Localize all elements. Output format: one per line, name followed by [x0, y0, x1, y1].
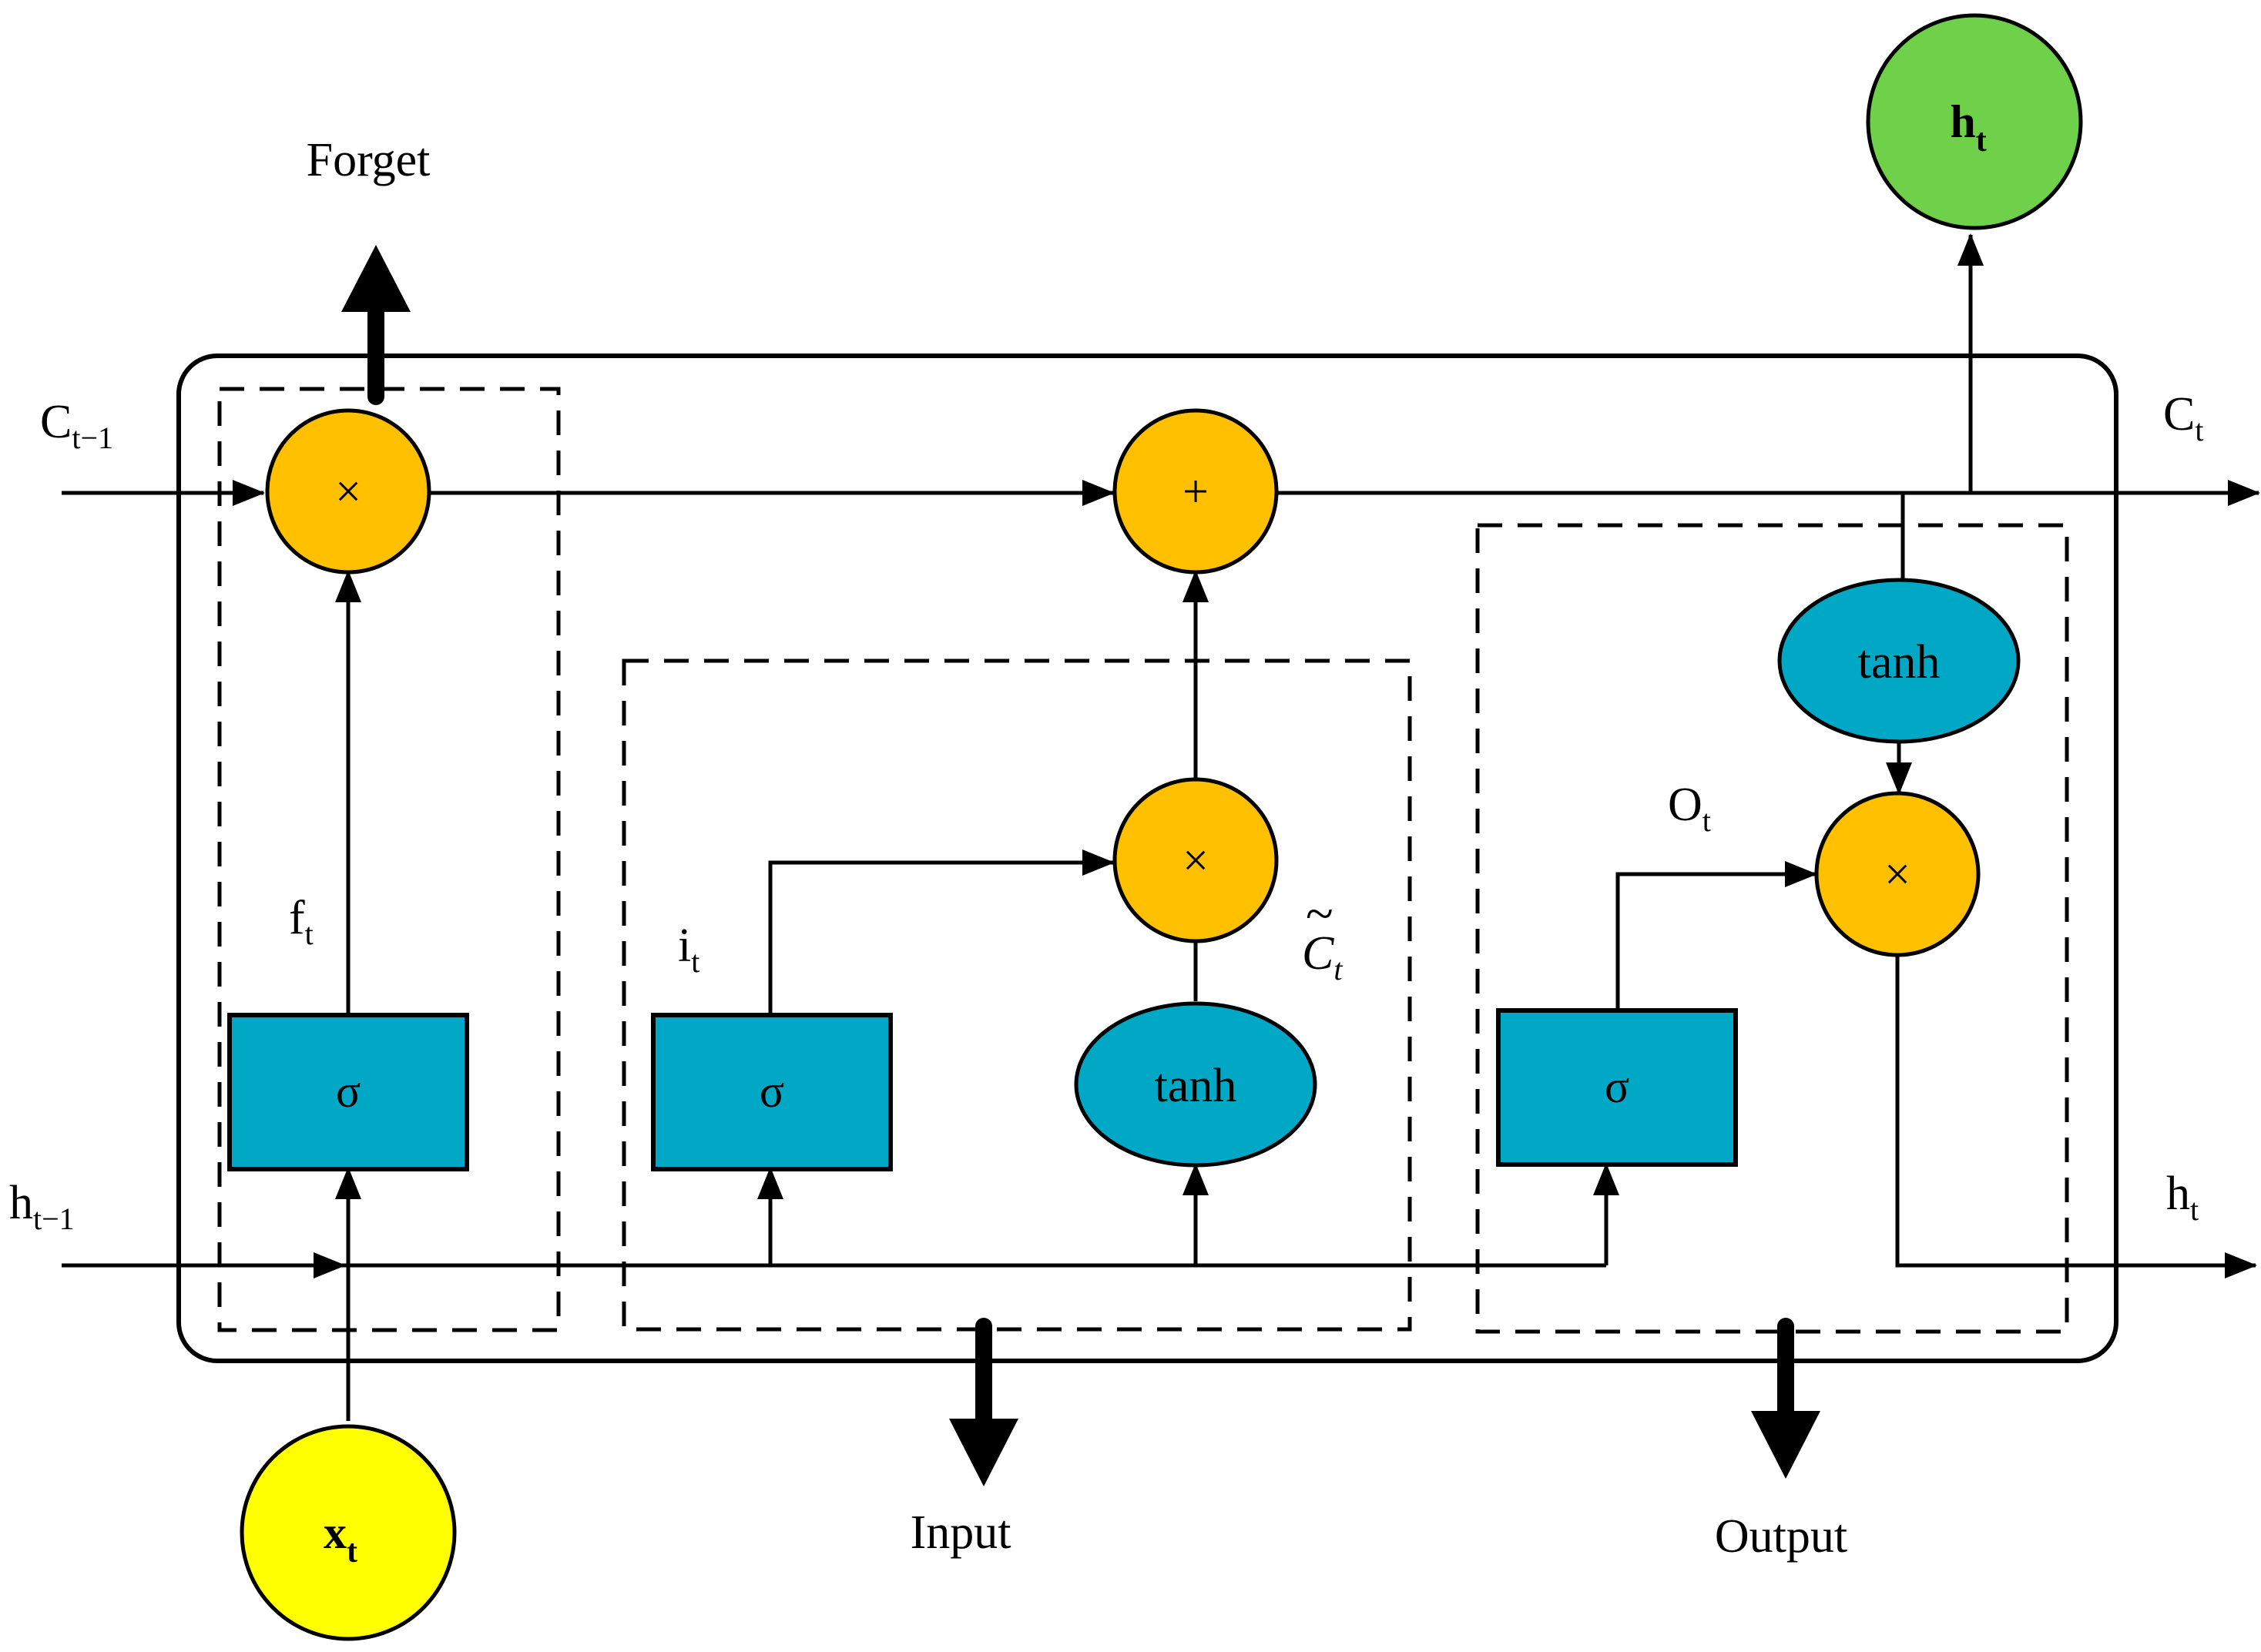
input-thick-arrow — [949, 1318, 1018, 1486]
svg-text:ht: ht — [1950, 96, 1986, 159]
ht-main: h — [1950, 96, 1975, 147]
output-tanh-ellipse: tanh — [1777, 578, 2021, 744]
xt-input-node: xt — [240, 1424, 457, 1641]
ot-label: Ot — [1668, 779, 1711, 838]
cell-add-node: + — [1112, 408, 1279, 575]
output-sigma-to-multiply — [1615, 861, 1817, 1009]
c-tilde-label: Ct ~ — [1302, 886, 1343, 987]
input-tanh-ellipse: tanh — [1074, 1001, 1317, 1168]
sigma-symbol: σ — [1605, 1061, 1629, 1112]
input-multiply-node: × — [1112, 777, 1279, 943]
sigma-symbol: σ — [336, 1066, 361, 1117]
ht-sub: t — [1976, 123, 1987, 159]
xt-main: x — [324, 1507, 347, 1558]
svg-text:xt: xt — [324, 1507, 357, 1570]
tilde-accent: ~ — [1306, 886, 1333, 942]
multiply-symbol: × — [1884, 849, 1910, 900]
xt-sub: t — [347, 1534, 357, 1570]
ht-output-node: ht — [1866, 13, 2083, 230]
c-prev-label: Ct−1 — [40, 396, 113, 455]
forget-sigma-box: σ — [227, 1013, 469, 1171]
output-gate-region — [1475, 523, 2069, 1334]
c-t-label: Ct — [2163, 388, 2203, 447]
forget-thick-arrow — [341, 245, 411, 405]
svg-text:Ct: Ct — [1302, 927, 1343, 987]
tanh-label: tanh — [1858, 636, 1941, 689]
forget-label: Forget — [307, 134, 431, 186]
h-prev-label: ht−1 — [9, 1177, 75, 1236]
input-gate-region — [622, 658, 1412, 1332]
output-multiply-to-ht — [1895, 955, 2257, 1278]
h-t-label: ht — [2166, 1168, 2199, 1227]
ft-label: ft — [289, 892, 314, 951]
multiply-symbol: × — [1182, 835, 1209, 886]
forget-multiply-node: × — [265, 408, 431, 575]
input-sigma-to-multiply — [768, 849, 1115, 1015]
forget-gate-region — [217, 387, 561, 1332]
input-label: Input — [911, 1506, 1011, 1559]
input-sigma-box: σ — [651, 1013, 893, 1171]
output-label: Output — [1715, 1510, 1847, 1563]
multiply-symbol: × — [335, 466, 361, 517]
sigma-symbol: σ — [760, 1066, 784, 1117]
output-multiply-node: × — [1814, 791, 1981, 957]
lstm-cell-container — [176, 354, 2118, 1363]
output-thick-arrow — [1751, 1318, 1820, 1479]
add-symbol: + — [1182, 466, 1209, 517]
tanh-label: tanh — [1155, 1060, 1237, 1112]
it-label: it — [678, 920, 699, 979]
output-sigma-box: σ — [1496, 1008, 1738, 1167]
